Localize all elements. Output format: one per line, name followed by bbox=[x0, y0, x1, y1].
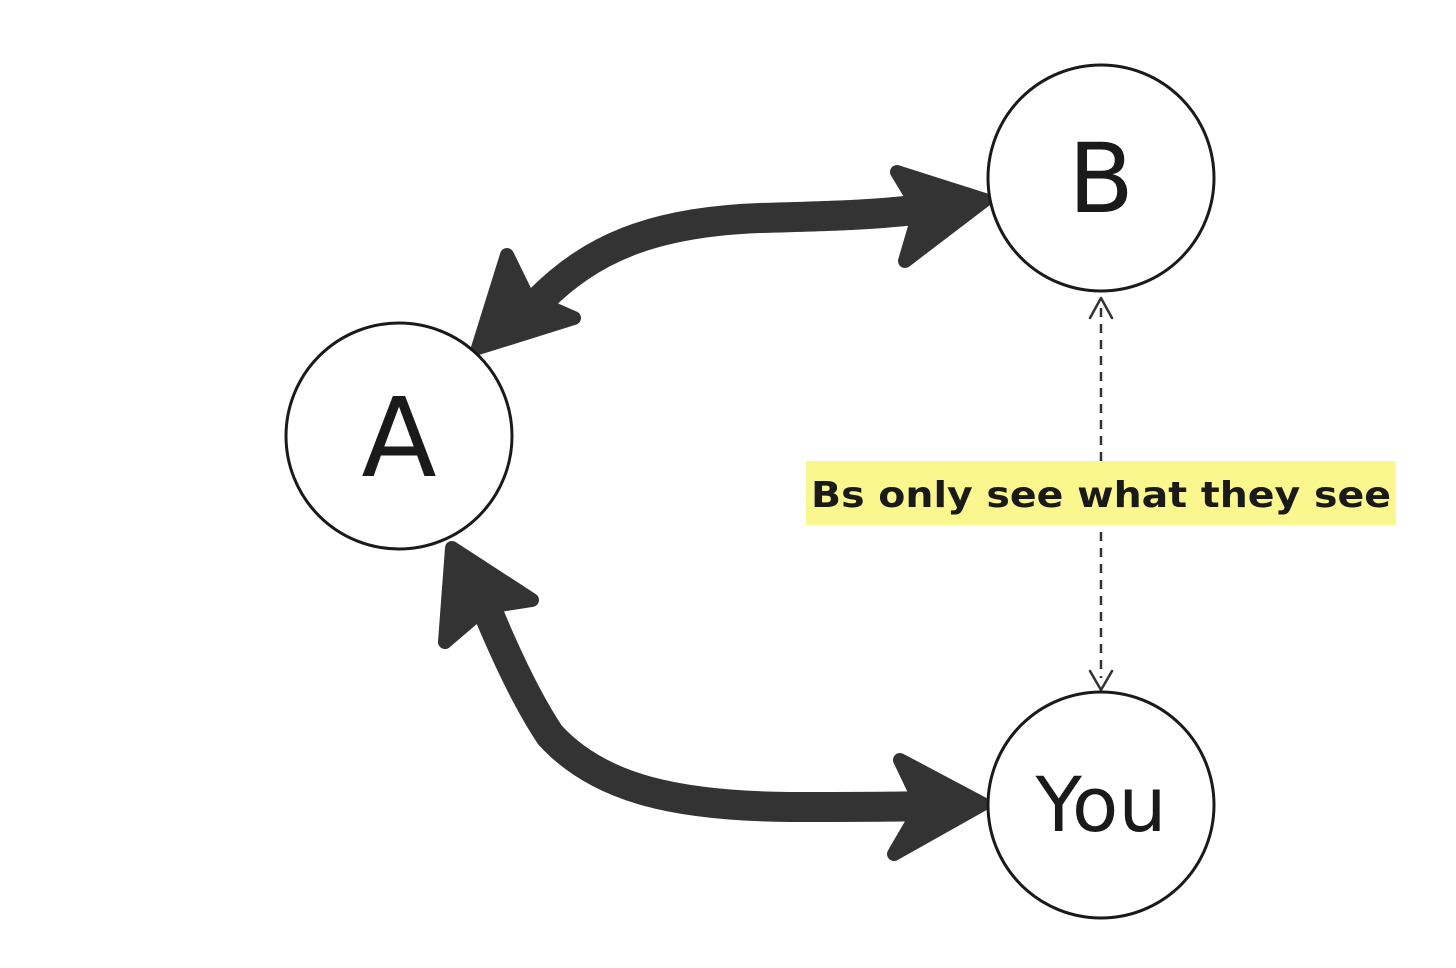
node-b-circle bbox=[986, 63, 1216, 293]
edge-a-you-arrowhead-at-a bbox=[438, 541, 539, 649]
edge-b-you-label-highlight bbox=[806, 461, 1396, 525]
edge-a-b bbox=[471, 165, 992, 355]
edge-a-you bbox=[438, 541, 990, 861]
node-you-circle bbox=[986, 690, 1216, 920]
node-a-circle bbox=[284, 321, 514, 551]
node-you-label: You bbox=[1035, 760, 1167, 849]
node-you: You bbox=[986, 690, 1216, 920]
edge-b-you-arrowhead-at-you bbox=[1088, 669, 1114, 692]
edge-b-you-label: Bs only see what they see bbox=[811, 475, 1391, 516]
node-b: B bbox=[986, 63, 1216, 293]
edge-a-you-arrowhead-at-you bbox=[887, 753, 990, 861]
edge-b-you: Bs only see what they see bbox=[806, 296, 1396, 692]
edge-b-you-arrowhead-at-b bbox=[1088, 296, 1114, 320]
node-a: A bbox=[284, 321, 514, 551]
edge-a-b-arrowhead-at-a bbox=[471, 248, 581, 355]
edge-a-you-line bbox=[473, 597, 945, 823]
node-a-label: A bbox=[361, 374, 436, 502]
edge-a-b-line bbox=[525, 193, 945, 315]
node-b-label: B bbox=[1068, 123, 1134, 235]
edge-a-b-arrowhead-at-b bbox=[890, 165, 992, 268]
